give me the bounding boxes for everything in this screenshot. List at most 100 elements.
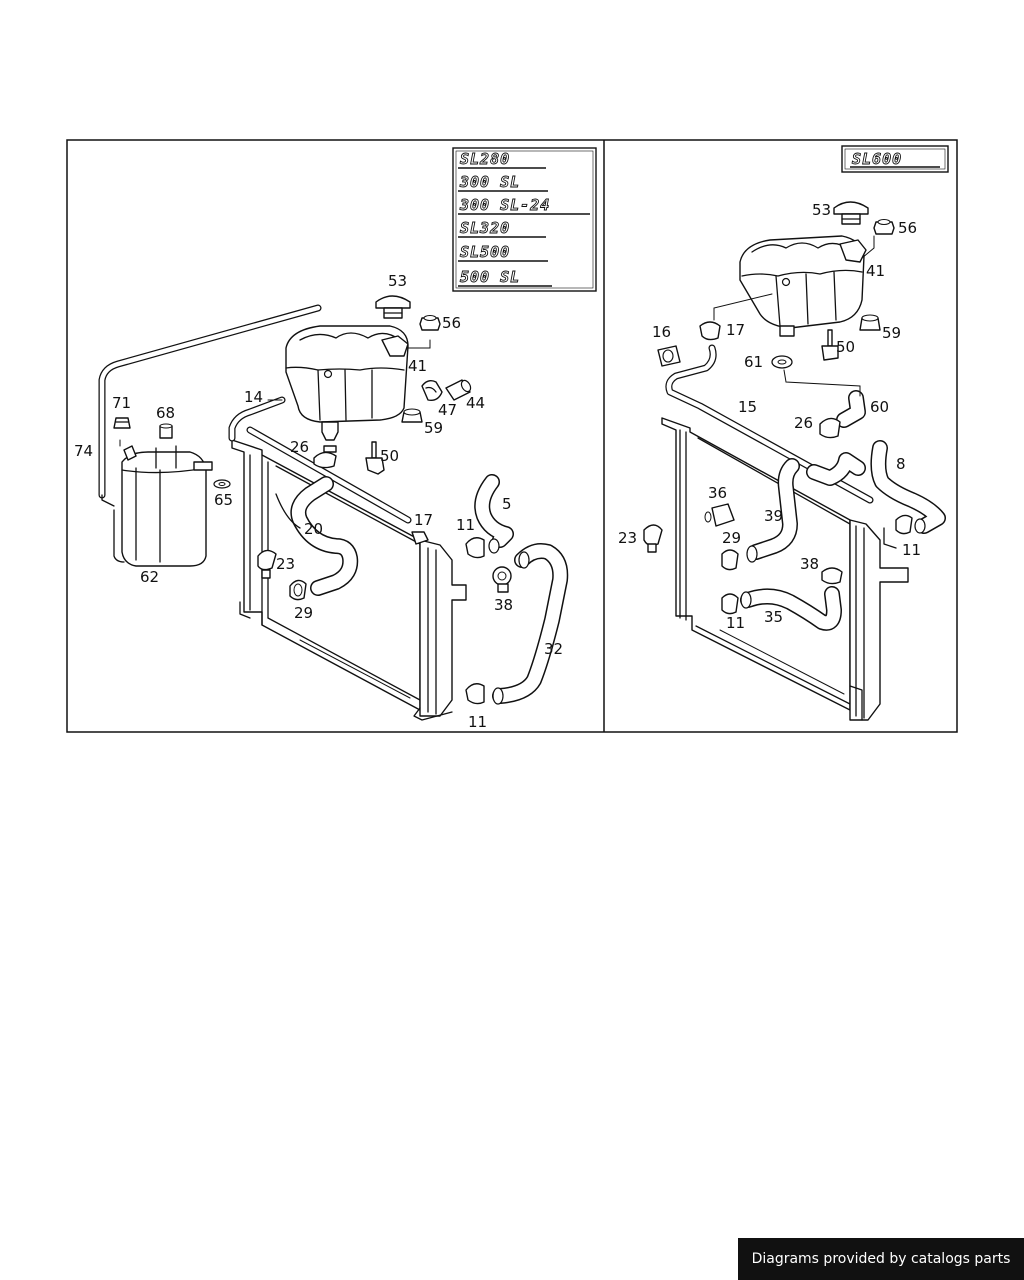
clamp-11-bottom-left: [465, 683, 485, 705]
grommet-59-right: [859, 314, 881, 331]
callout-62-left: 62: [140, 568, 159, 586]
hose-39-right: [746, 458, 800, 563]
callout-15-right: 15: [738, 398, 757, 416]
callout-16-right: 16: [652, 323, 671, 341]
overflow-pipe-74: [98, 304, 322, 499]
callout-59-right: 59: [882, 324, 901, 342]
callout-38-right: 38: [800, 555, 819, 573]
clamp-38-right: [821, 567, 843, 585]
nut-56-left: [419, 315, 441, 331]
callout-11-top-left: 11: [456, 516, 475, 534]
callout-44-left: 44: [466, 394, 485, 412]
radiator-left: [231, 439, 467, 721]
footer-text: Diagrams provided by catalogs parts: [751, 1251, 1011, 1267]
clamp-29-right: [721, 549, 739, 571]
leaders-left: [119, 339, 431, 447]
model-badge-2: 300 SL-24: [459, 196, 550, 214]
clamp-11-top-left: [465, 537, 500, 559]
callout-68-left: 68: [156, 404, 175, 422]
callout-41-left: 41: [408, 357, 427, 375]
callout-11-top-right: 11: [902, 541, 921, 559]
pipe-15-right: [665, 344, 874, 504]
clamp-47-left: [421, 379, 443, 402]
callout-47-left: 47: [438, 401, 457, 419]
callout-17-right: 17: [726, 321, 745, 339]
clamp-26-right: [819, 417, 841, 439]
clamp-17-right: [699, 321, 721, 341]
callout-65-left: 65: [214, 491, 233, 509]
clamp-17-left: [411, 531, 429, 545]
callout-14-left: 14: [244, 388, 263, 406]
hose-35-right: [740, 586, 842, 631]
model-badge-5: 500 SL: [460, 268, 520, 286]
callout-8-right: 8: [896, 455, 906, 473]
grommet-59-left: [401, 408, 423, 423]
vent-pipe-14: [228, 396, 412, 524]
diagram-frame: [66, 139, 958, 733]
callout-23-left: 23: [276, 555, 295, 573]
grommet-71: [113, 417, 131, 429]
hose-32: [492, 543, 569, 705]
clamp-11-bottom-right: [721, 593, 739, 615]
expansion-tank-right: [739, 235, 867, 337]
right-panel: SL600: [618, 145, 949, 721]
sensor-50-left: [365, 441, 385, 475]
clamp-11-top-right: [895, 514, 913, 535]
clamp-23-right: [643, 524, 663, 553]
connector-hose-right: [806, 452, 866, 486]
model-badge-box-left: SL280 300 SL 300 SL-24 SL320 SL500 500 S…: [452, 147, 597, 292]
nut-56-right: [873, 219, 895, 235]
callout-23-right: 23: [618, 529, 637, 547]
callout-56-left: 56: [442, 314, 461, 332]
callout-26-right: 26: [794, 414, 813, 432]
callout-39-right: 39: [764, 507, 783, 525]
clamp-29-left: [289, 579, 307, 601]
reservoir-62: [101, 445, 213, 567]
callout-59-left: 59: [424, 419, 443, 437]
model-badge-1: 300 SL: [459, 173, 520, 191]
grommet-65: [213, 479, 231, 489]
clamp-38-left: [492, 566, 512, 593]
callout-53-right: 53: [812, 201, 831, 219]
callout-36-right: 36: [708, 484, 727, 502]
clamp-36-right: [704, 503, 735, 527]
hose-60-right: [836, 390, 866, 428]
callout-50-left: 50: [380, 447, 399, 465]
clamp-26-left: [313, 451, 337, 469]
callout-71-left: 71: [112, 394, 131, 412]
callout-61-right: 61: [744, 353, 763, 371]
hose-5: [474, 474, 514, 548]
callout-20-left: 20: [304, 520, 323, 538]
callout-74-left: 74: [74, 442, 93, 460]
callout-35-right: 35: [764, 608, 783, 626]
callout-56-right: 56: [898, 219, 917, 237]
model-badge-box-right: SL600: [841, 145, 949, 173]
model-badge-0: SL280: [460, 150, 510, 168]
callout-41-right: 41: [866, 262, 885, 280]
model-badge-sl600: SL600: [852, 150, 902, 168]
expansion-tank-left: [285, 325, 409, 453]
footer-credit: Diagrams provided by catalogs parts: [738, 1238, 1024, 1280]
callout-26-left: 26: [290, 438, 309, 456]
sensor-50-right: [821, 329, 839, 361]
callout-38-left: 38: [494, 596, 513, 614]
callout-11-bottom-left: 11: [468, 713, 487, 731]
callout-29-left: 29: [294, 604, 313, 622]
cap-68: [159, 423, 173, 439]
clamp-61-right: [771, 355, 793, 369]
left-panel: SL280 300 SL 300 SL-24 SL320 SL500 500 S…: [74, 147, 597, 731]
callout-11-bottom-right: 11: [726, 614, 745, 632]
callout-53-left: 53: [388, 272, 407, 290]
hose-44-left: [445, 379, 472, 401]
radiator-right: [661, 417, 909, 721]
clamp-23-left: [257, 549, 277, 579]
callout-5-left: 5: [502, 495, 512, 513]
model-badge-4: SL500: [460, 243, 510, 261]
callout-29-right: 29: [722, 529, 741, 547]
leaders-right: [713, 235, 875, 397]
pressure-cap-53-right: [833, 201, 869, 225]
grommet-16-right: [657, 345, 681, 367]
hose-20: [275, 476, 359, 596]
model-badge-3: SL320: [460, 219, 510, 237]
callout-32-left: 32: [544, 640, 563, 658]
